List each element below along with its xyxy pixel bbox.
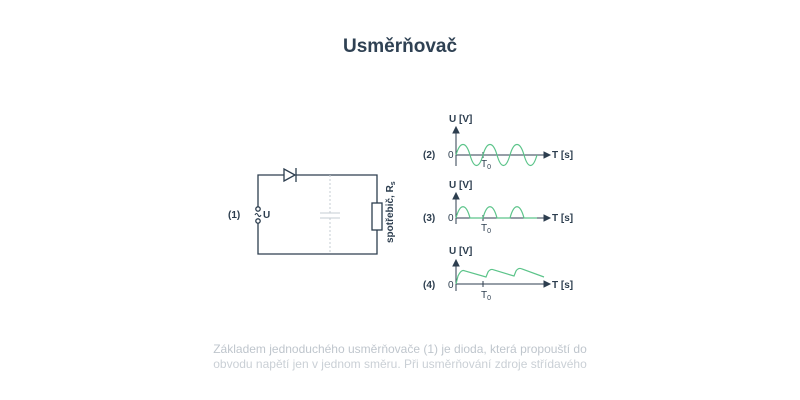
x-axis-arrow-icon: [543, 280, 552, 288]
graph-label: (2): [423, 150, 435, 161]
capacitor-icon: [320, 175, 340, 254]
y-axis-arrow-icon: [452, 258, 460, 267]
graph-half-wave: (3) U [V] T [s] 0 T0: [423, 180, 573, 235]
period-tick-label: T0: [481, 159, 491, 171]
y-axis-label: U [V]: [449, 114, 472, 125]
source-terminal-top: [255, 206, 261, 212]
y-axis-arrow-icon: [452, 125, 460, 134]
description-line: obvodu napětí jen v jednom směru. Při us…: [213, 357, 587, 371]
smoothed-waveform: [455, 267, 545, 285]
load-label: spotřebič, Rs: [385, 181, 397, 243]
page-title: Usměrňovač: [342, 36, 458, 57]
circuit-wire: [257, 223, 378, 255]
origin-label: 0: [448, 150, 454, 161]
graph-label: (4): [423, 280, 435, 291]
circuit-wire: [296, 174, 378, 203]
half-wave-waveform: [455, 206, 537, 219]
y-axis-arrow-icon: [452, 191, 460, 200]
x-axis-arrow-icon: [543, 214, 552, 222]
period-tick-label: T0: [481, 223, 491, 235]
diode-icon: [283, 167, 297, 183]
description-line: Základem jednoduchého usměrňovače (1) je…: [213, 342, 587, 356]
source-terminal-bottom: [255, 218, 261, 224]
graph-smoothed: (4) U [V] T [s] 0 T0: [423, 246, 573, 302]
origin-label: 0: [448, 280, 454, 291]
load-resistor-icon: [371, 202, 383, 231]
y-axis-label: U [V]: [449, 246, 472, 257]
circuit-wire: [257, 174, 284, 207]
source-label: U: [263, 210, 270, 221]
ac-source-icon: [254, 212, 262, 218]
rectifier-circuit: [254, 167, 383, 255]
x-axis-label: T [s]: [552, 150, 573, 161]
x-axis-arrow-icon: [543, 151, 552, 159]
origin-label: 0: [448, 213, 454, 224]
x-axis-label: T [s]: [552, 280, 573, 291]
period-tick-label: T0: [481, 290, 491, 302]
description-text: Základem jednoduchého usměrňovače (1) je…: [205, 342, 595, 372]
graph-label: (3): [423, 213, 435, 224]
x-axis-label: T [s]: [552, 213, 573, 224]
y-axis-label: U [V]: [449, 180, 472, 191]
sine-waveform: [455, 143, 538, 167]
graph-sine: (2) U [V] T [s] 0 T0: [423, 114, 573, 171]
circuit-label: (1): [228, 210, 240, 221]
